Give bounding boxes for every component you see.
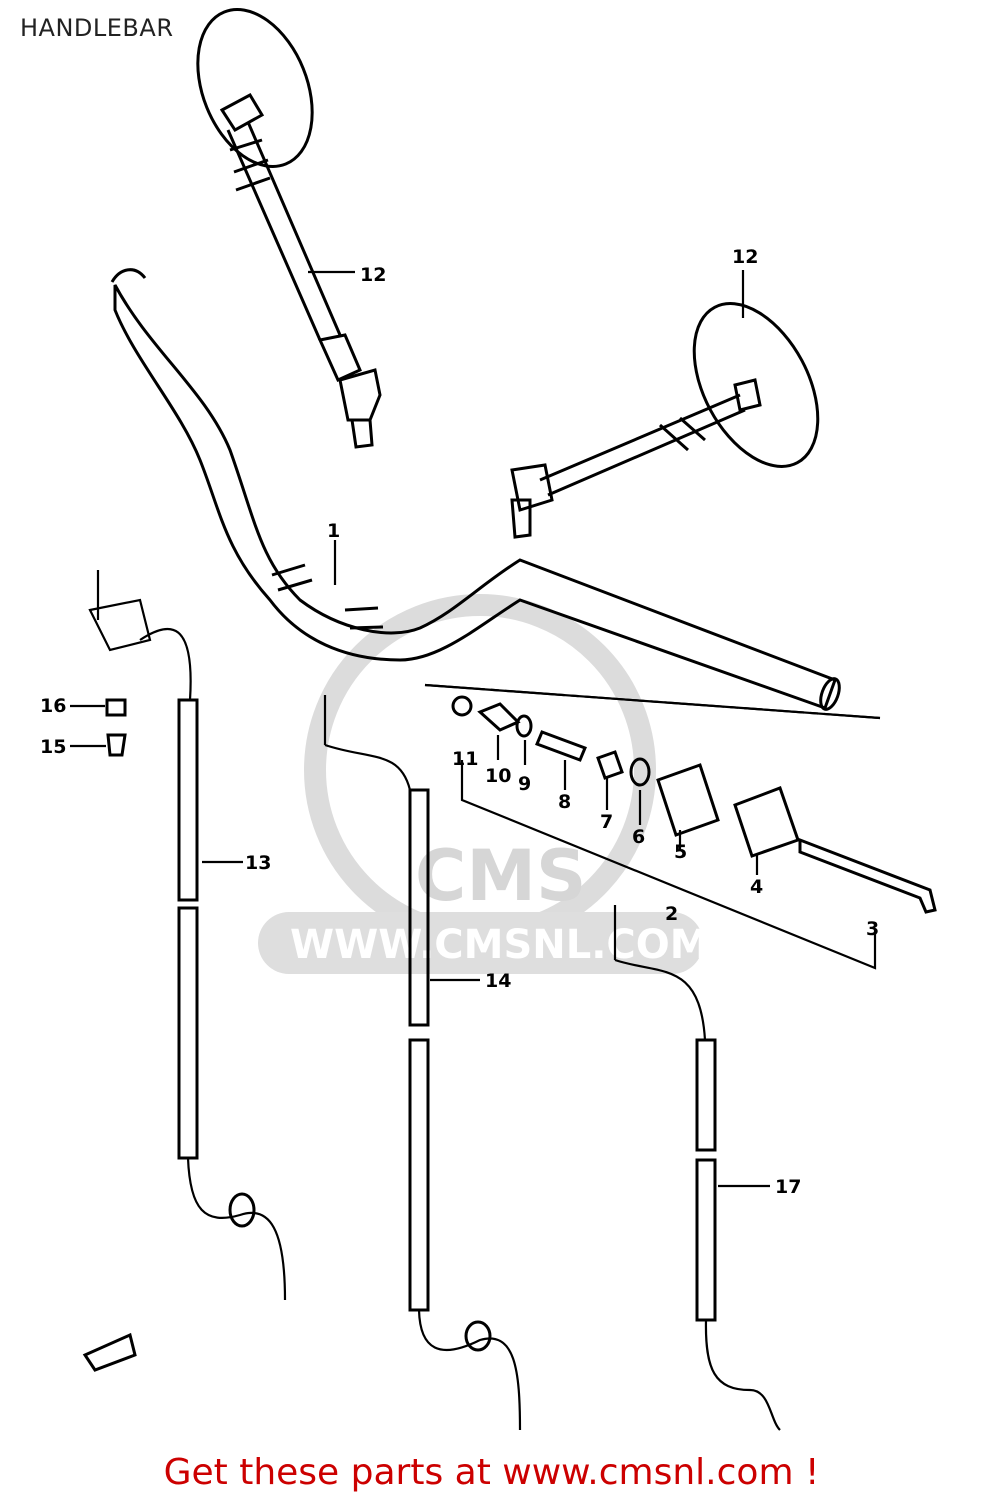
label-13: 13 <box>245 852 271 874</box>
label-2: 2 <box>665 903 678 925</box>
diagram-title: HANDLEBAR <box>20 14 174 42</box>
label-14: 14 <box>485 970 511 992</box>
part-4 <box>733 786 800 858</box>
label-9: 9 <box>518 773 531 795</box>
part-5 <box>656 763 720 837</box>
fasteners <box>70 698 127 757</box>
label-15: 15 <box>40 736 66 758</box>
cable-13 <box>88 570 287 1301</box>
label-16: 16 <box>40 695 66 717</box>
footer-link[interactable]: Get these parts at www.cmsnl.com ! <box>163 1452 820 1493</box>
handlebar-exploded-diagram: CMS WWW.CMSNL.COM <box>40 8 937 1431</box>
label-12-left: 12 <box>360 264 386 286</box>
part-7 <box>596 750 624 780</box>
watermark-url-pill <box>258 912 703 974</box>
label-17: 17 <box>775 1176 801 1198</box>
label-6: 6 <box>632 826 645 848</box>
label-1: 1 <box>327 520 340 542</box>
part-10 <box>477 702 521 732</box>
part-15 <box>106 733 127 757</box>
part-16 <box>105 698 127 717</box>
part-3 <box>798 837 937 914</box>
label-7: 7 <box>600 811 613 833</box>
part-11 <box>451 695 473 717</box>
label-4: 4 <box>750 876 763 898</box>
grip-end-parts <box>451 695 937 914</box>
label-8: 8 <box>558 791 571 813</box>
label-11: 11 <box>452 748 478 770</box>
part-9 <box>515 714 533 738</box>
label-12-right: 12 <box>732 246 758 268</box>
label-5: 5 <box>674 841 687 863</box>
left-mirror <box>196 8 382 449</box>
watermark-url-text: WWW.CMSNL.COM <box>290 922 710 968</box>
cable-14 <box>323 695 522 1431</box>
label-10: 10 <box>485 765 511 787</box>
front-direction-arrow <box>82 1332 137 1372</box>
handlebar-tube <box>110 268 841 711</box>
watermark-logo-text: CMS <box>415 835 586 917</box>
label-3: 3 <box>866 918 879 940</box>
cms-watermark: CMS WWW.CMSNL.COM <box>258 594 710 974</box>
part-labels: 12 12 1 16 15 11 10 9 8 7 6 5 4 2 3 13 1… <box>40 246 879 1198</box>
exploded-axis <box>424 683 881 970</box>
cable-17 <box>613 905 781 1431</box>
right-mirror <box>510 302 820 539</box>
part-8 <box>535 730 587 762</box>
leader-lines <box>202 270 770 1188</box>
part-6 <box>629 757 651 787</box>
